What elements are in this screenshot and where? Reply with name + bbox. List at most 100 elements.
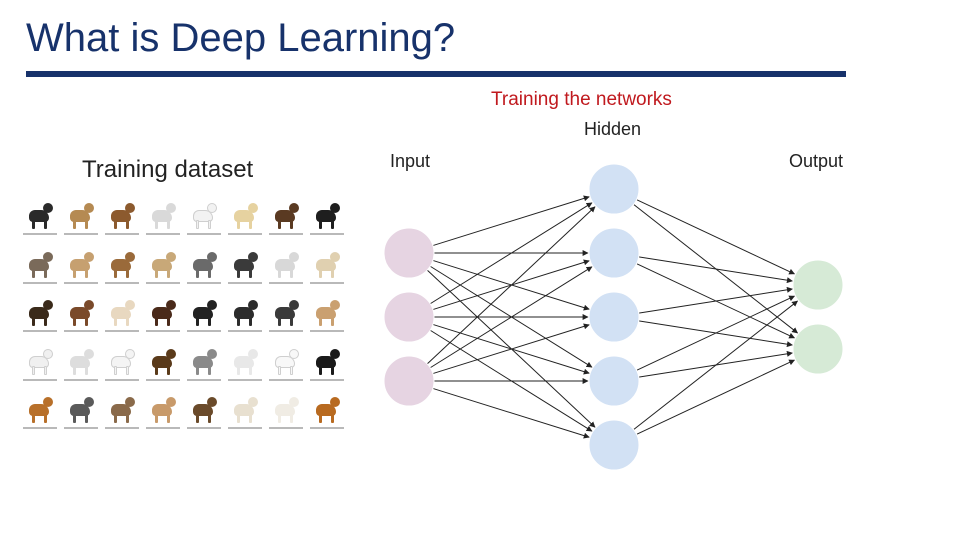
dog-thumbnail	[225, 287, 264, 333]
hidden-node	[588, 355, 640, 407]
dog-breed-caption	[186, 330, 221, 333]
input-node	[383, 227, 435, 279]
dog-image	[312, 394, 342, 424]
dog-thumbnail	[20, 238, 59, 284]
slide-subtitle: Training the networks	[491, 89, 672, 110]
dog-thumbnail	[61, 384, 100, 430]
dog-image	[107, 346, 137, 376]
dog-image	[148, 297, 178, 327]
dog-image	[230, 394, 260, 424]
dog-image	[189, 200, 219, 230]
dog-breed-caption	[104, 330, 139, 333]
dog-breed-caption	[268, 281, 303, 284]
hidden-node	[588, 291, 640, 343]
network-edge	[432, 195, 590, 247]
dog-image	[271, 200, 301, 230]
dog-image	[25, 297, 55, 327]
dog-thumbnail	[102, 384, 141, 430]
dog-image	[312, 297, 342, 327]
dog-thumbnail	[225, 335, 264, 381]
dog-breed-caption	[227, 427, 262, 429]
dog-thumbnail	[20, 190, 59, 236]
dog-thumbnail	[307, 287, 346, 333]
dog-image	[230, 297, 260, 327]
dog-image	[107, 394, 137, 424]
network-edge	[633, 300, 799, 430]
dog-thumbnail	[307, 238, 346, 284]
dog-image	[107, 297, 137, 327]
hidden-layer-label: Hidden	[584, 119, 641, 139]
dog-thumbnail	[266, 287, 305, 333]
dog-image	[66, 249, 96, 279]
dog-breed-caption	[227, 378, 262, 381]
dog-breed-caption	[63, 427, 98, 429]
dog-breed-caption	[268, 378, 303, 381]
dog-image	[107, 200, 137, 230]
network-edge	[636, 359, 796, 435]
dog-thumbnail	[143, 287, 182, 333]
dog-thumbnail	[61, 287, 100, 333]
dog-image	[107, 249, 137, 279]
dog-thumbnail	[266, 190, 305, 236]
dog-thumbnail	[225, 190, 264, 236]
dog-image	[189, 394, 219, 424]
dog-breed-caption	[22, 427, 57, 429]
dog-breed-caption	[145, 330, 180, 333]
network-edges	[426, 195, 799, 439]
dog-image	[312, 249, 342, 279]
dog-image	[148, 249, 178, 279]
input-node	[383, 355, 435, 407]
dog-breed-caption	[309, 233, 344, 236]
dog-thumbnail	[102, 335, 141, 381]
dog-image	[66, 297, 96, 327]
dog-image	[66, 200, 96, 230]
network-edge	[638, 286, 793, 314]
output-node	[792, 259, 844, 311]
dog-thumbnail	[266, 384, 305, 430]
dog-thumbnail	[266, 238, 305, 284]
dog-breed-caption	[63, 233, 98, 236]
output-node	[792, 323, 844, 375]
dog-breed-caption	[227, 233, 262, 236]
network-edge	[429, 202, 593, 305]
hidden-node	[588, 227, 640, 279]
output-layer-label: Output	[789, 151, 843, 171]
dog-thumbnail	[184, 335, 223, 381]
dog-breed-caption	[268, 330, 303, 333]
network-edge	[636, 199, 796, 275]
dog-breed-caption	[227, 330, 262, 333]
dog-breed-caption	[104, 378, 139, 381]
dog-breed-caption	[309, 378, 344, 381]
dog-thumbnail	[184, 384, 223, 430]
dog-breed-caption	[186, 281, 221, 284]
dog-breed-caption	[145, 378, 180, 381]
network-nodes	[383, 163, 844, 471]
network-edge	[638, 256, 793, 284]
dog-breed-caption	[104, 281, 139, 284]
dog-image	[312, 200, 342, 230]
dog-breed-caption	[227, 281, 262, 284]
title-underline	[26, 71, 846, 77]
dog-breed-caption	[268, 427, 303, 429]
dog-breed-caption	[186, 233, 221, 236]
dog-image	[271, 346, 301, 376]
dog-breed-caption	[145, 427, 180, 429]
dog-breed-caption	[22, 330, 57, 333]
dog-image-grid	[20, 190, 346, 430]
dog-thumbnail	[61, 335, 100, 381]
dog-breed-caption	[309, 427, 344, 429]
network-edge	[426, 206, 596, 365]
dog-thumbnail	[143, 384, 182, 430]
dog-image	[66, 394, 96, 424]
dog-thumbnail	[184, 287, 223, 333]
dog-breed-caption	[104, 233, 139, 236]
dog-thumbnail	[307, 190, 346, 236]
dog-thumbnail	[102, 190, 141, 236]
dog-thumbnail	[143, 238, 182, 284]
dog-image	[312, 346, 342, 376]
dog-image	[271, 249, 301, 279]
network-edge	[429, 266, 593, 369]
dog-breed-caption	[309, 281, 344, 284]
dog-thumbnail	[225, 238, 264, 284]
